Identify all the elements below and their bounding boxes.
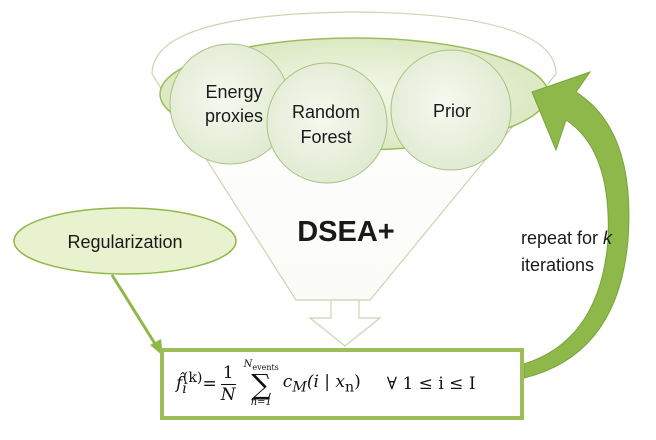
item-prior: Prior (433, 101, 471, 121)
funnel-title: DSEA+ (297, 216, 395, 248)
funnel-items: Energy proxies Random Forest Prior (169, 43, 512, 184)
circle-random-forest (266, 62, 388, 184)
item-energy-proxies-line1: Energy (205, 82, 262, 102)
formula-condition: ∀ 1 ≤ i ≤ I (386, 374, 476, 394)
regularization-node: Regularization (13, 207, 237, 275)
down-arrow (308, 299, 382, 347)
item-energy-proxies-line2: proxies (205, 106, 263, 126)
formula: f̂i(k) = 1 N Nevents ∑ n=1 cM(i | xn) ∀ … (176, 352, 516, 416)
formula-fraction: 1 N (220, 362, 236, 405)
repeat-text-line1: repeat for k (521, 228, 613, 248)
formula-term: cM(i | xn) (282, 372, 361, 396)
circle-prior (390, 49, 512, 171)
formula-sum: Nevents ∑ n=1 (243, 359, 279, 408)
regularization-ellipse (13, 207, 237, 275)
repeat-text-line2: iterations (521, 255, 594, 275)
item-random-forest-line2: Forest (300, 127, 351, 147)
formula-equals: = (202, 374, 217, 394)
regularization-arrow (110, 274, 163, 356)
regularization-label: Regularization (67, 232, 182, 252)
repeat-arrow (523, 71, 630, 379)
formula-box: f̂i(k) = 1 N Nevents ∑ n=1 cM(i | xn) ∀ … (160, 348, 524, 420)
item-random-forest-line1: Random (292, 102, 360, 122)
formula-lhs: f̂i(k) (176, 370, 203, 398)
